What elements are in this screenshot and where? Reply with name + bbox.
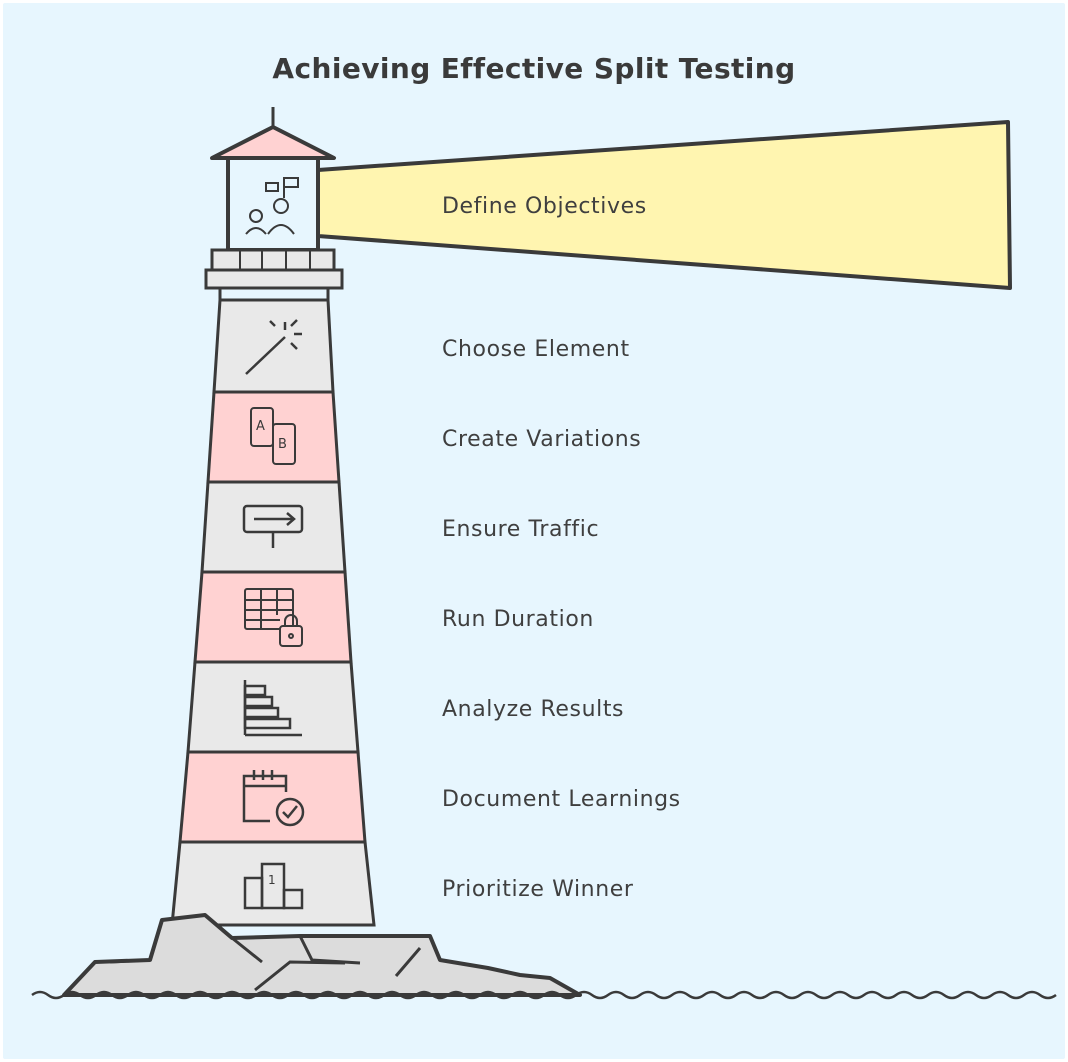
tower-band-3 (200, 480, 347, 574)
lighthouse-roof (210, 125, 336, 160)
lantern-room (226, 156, 320, 252)
gallery-deck (204, 268, 344, 290)
svg-text:A: A (256, 419, 265, 434)
step-label-define-objectives: Define Objectives (442, 194, 647, 219)
podium-icon: 1 (243, 862, 304, 910)
tower-band-7 (170, 840, 376, 927)
locked-table-icon (244, 588, 303, 647)
tower-band-4 (193, 570, 353, 664)
tower-band-6 (178, 750, 367, 844)
ab-phones-icon: A B (250, 407, 296, 465)
gallery-rail (210, 248, 336, 272)
step-label-choose-element: Choose Element (442, 337, 630, 362)
sea-waves (31, 990, 1057, 1000)
bar-chart-icon (243, 680, 302, 737)
light-beam (316, 120, 1012, 290)
step-label-analyze-results: Analyze Results (442, 697, 625, 722)
calendar-check-icon (242, 770, 305, 827)
step-label-create-variations: Create Variations (442, 427, 642, 452)
svg-text:B: B (278, 437, 287, 452)
step-label-ensure-traffic: Ensure Traffic (442, 517, 600, 542)
magic-wand-icon (245, 319, 302, 375)
tower-band-1 (212, 298, 335, 394)
rock-base (62, 913, 582, 997)
svg-text:1: 1 (268, 873, 276, 887)
signpost-arrow-icon (242, 504, 304, 548)
step-label-run-duration: Run Duration (442, 607, 594, 632)
team-flag-icon (245, 177, 299, 235)
step-label-document-learnings: Document Learnings (442, 787, 681, 812)
diagram-title: Achieving Effective Split Testing (272, 52, 796, 85)
step-label-prioritize-winner: Prioritize Winner (442, 877, 634, 902)
